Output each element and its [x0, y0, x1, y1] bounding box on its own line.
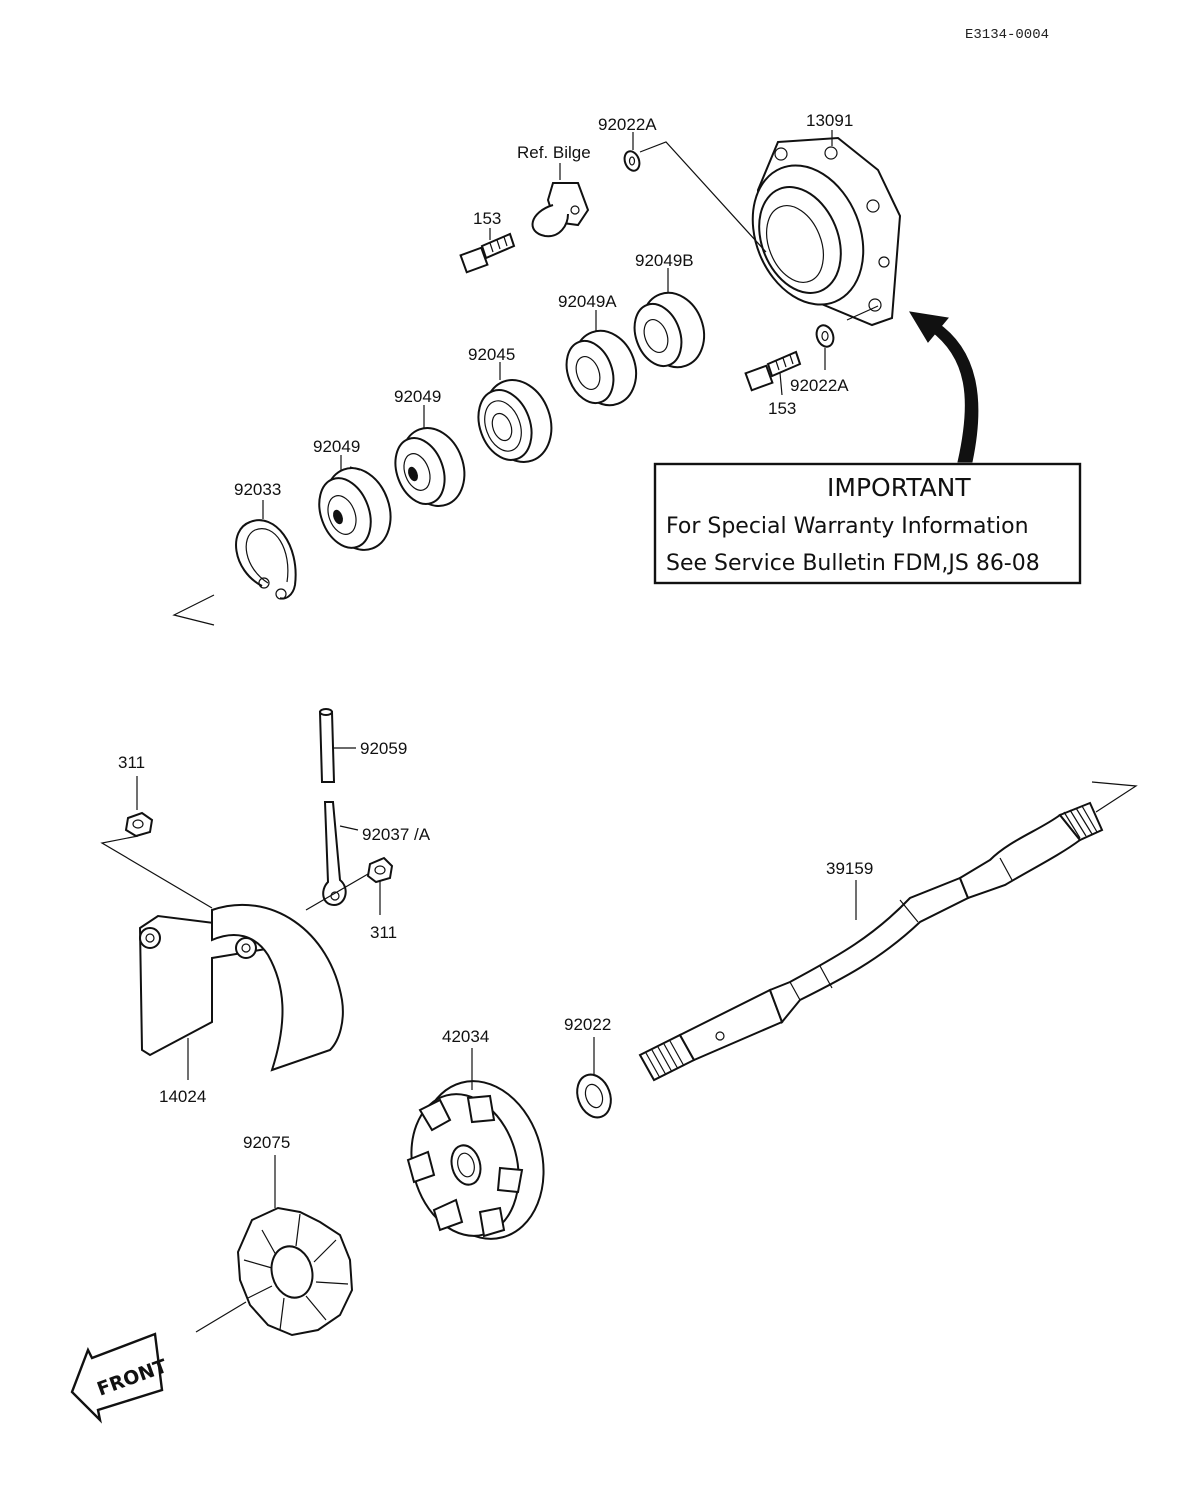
label-42034: 42034: [442, 1027, 489, 1046]
washer-92022: [576, 1073, 612, 1119]
seal-92049-upper: [394, 427, 466, 507]
seal-92049b: [633, 291, 706, 369]
important-title: IMPORTANT: [827, 473, 971, 502]
coupling-42034: [406, 1080, 545, 1240]
nut-311-left: [124, 811, 154, 838]
label-311-left: 311: [118, 753, 145, 772]
label-92059: 92059: [360, 739, 407, 758]
label-92049a: 92049A: [558, 292, 617, 311]
label-92037a: 92037 /A: [362, 825, 431, 844]
label-39159: 39159: [826, 859, 873, 878]
bilge-bracket: [531, 182, 590, 238]
label-14024: 14024: [159, 1087, 206, 1106]
label-92022: 92022: [564, 1015, 611, 1034]
important-line-1: For Special Warranty Information: [666, 514, 1029, 539]
label-ref-bilge: Ref. Bilge: [517, 143, 591, 162]
bolt-153-top: [459, 232, 516, 274]
label-92049-upper: 92049: [394, 387, 441, 406]
pointer-arrow-icon: [909, 311, 979, 463]
label-92075: 92075: [243, 1133, 290, 1152]
pin-92059: [318, 708, 336, 783]
snap-ring-92033: [235, 519, 297, 600]
bolt-153-bottom: [744, 350, 802, 392]
label-92022a-top: 92022A: [598, 115, 657, 134]
bearing-92045: [477, 379, 553, 463]
bracket-cover-14024: [138, 903, 344, 1072]
label-13091: 13091: [806, 111, 853, 130]
bearing-housing-13091: [751, 136, 902, 327]
label-92045: 92045: [468, 345, 515, 364]
seal-92049-lower: [318, 467, 392, 551]
label-311-right: 311: [370, 923, 397, 942]
label-153-bottom: 153: [768, 399, 796, 418]
label-92049-lower: 92049: [313, 437, 360, 456]
label-153-top: 153: [473, 209, 501, 228]
important-line-2: See Service Bulletin FDM,JS 86-08: [666, 551, 1040, 576]
drive-shaft-39159: [638, 801, 1104, 1082]
label-92022a-bottom: 92022A: [790, 376, 849, 395]
seal-92049a: [565, 329, 638, 407]
washer-92022a-top: [623, 150, 641, 172]
label-92049b: 92049B: [635, 251, 694, 270]
front-direction-arrow-icon: FRONT: [70, 1332, 170, 1424]
rubber-damper-92075: [236, 1206, 354, 1337]
label-92033: 92033: [234, 480, 281, 499]
document-id: E3134-0004: [965, 27, 1049, 43]
nut-311-right: [366, 856, 394, 884]
washer-92022a-bottom: [815, 324, 835, 348]
important-notice-box: IMPORTANT For Special Warranty Informati…: [653, 462, 1082, 585]
